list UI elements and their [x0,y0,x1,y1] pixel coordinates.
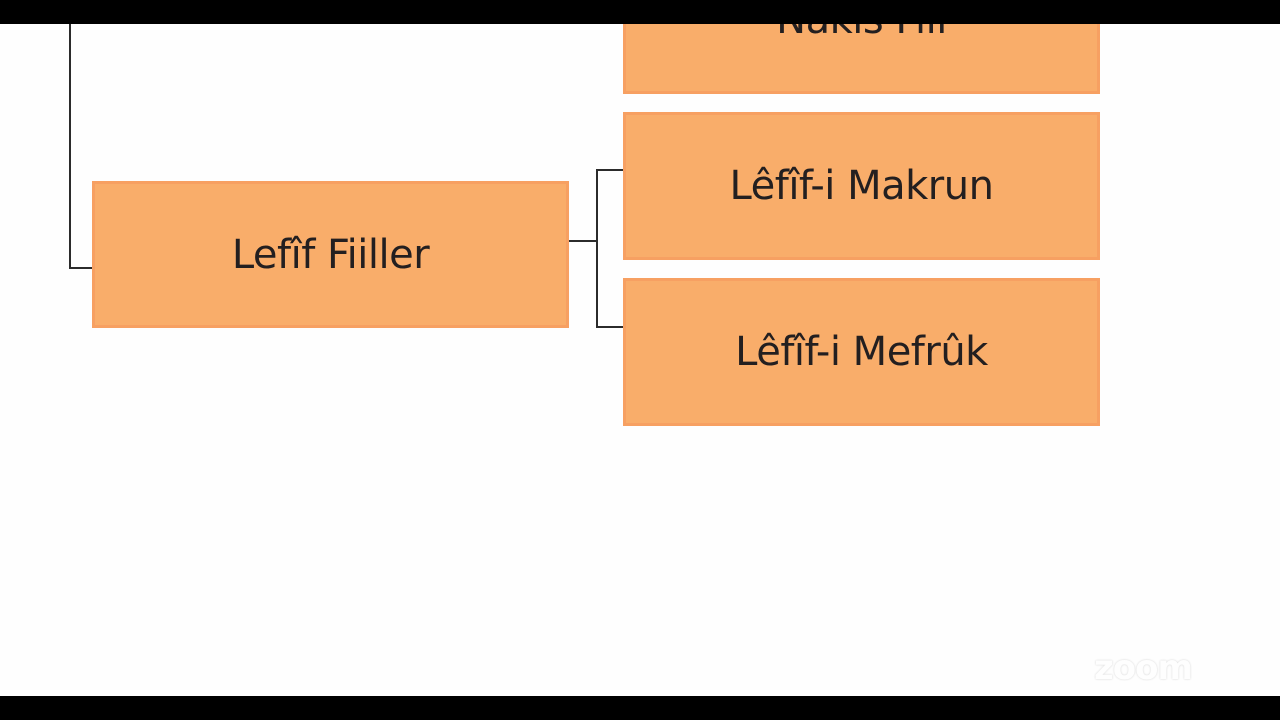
connector-left-vertical [69,24,71,269]
connector-branch-child-2 [596,326,625,328]
connector-left-horizontal [69,267,94,269]
letterbox-bottom [0,696,1280,720]
letterbox-top [0,0,1280,24]
connector-branch-vertical [596,169,598,328]
zoom-watermark: zoom [1094,648,1193,688]
node-root-label: Lefîf Fiiller [231,231,430,278]
node-child-1: Lêfîf-i Makrun [623,112,1100,260]
node-root: Lefîf Fiiller [92,181,569,328]
node-child-1-label: Lêfîf-i Makrun [729,163,994,209]
connector-root-out [567,240,598,242]
node-top-partial: Nakıs Fiil [623,24,1100,94]
node-child-2-label: Lêfîf-i Mefrûk [735,329,988,375]
diagram-canvas: Nakıs Fiil Lefîf Fiiller Lêfîf-i Makrun … [0,24,1280,696]
node-top-partial-label: Nakıs Fiil [776,24,947,43]
node-child-2: Lêfîf-i Mefrûk [623,278,1100,426]
connector-branch-child-1 [596,169,625,171]
